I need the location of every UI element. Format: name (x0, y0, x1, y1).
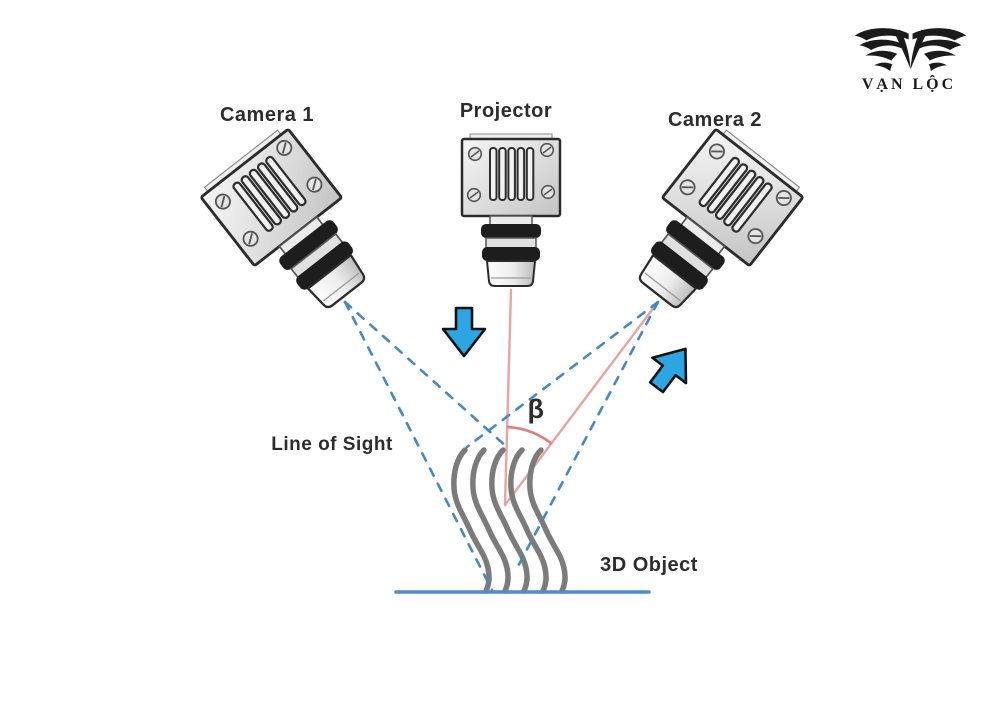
wings-icon (854, 28, 967, 72)
beta-angle-arc (506, 425, 553, 446)
projector-beam-line (503, 288, 513, 507)
up-right-arrow-icon (638, 334, 704, 402)
camera-2-device (612, 123, 808, 330)
projector-label: Projector (459, 100, 553, 122)
camera1-sight-ray-lower (343, 300, 494, 592)
object-label: 3D Object (600, 554, 698, 576)
camera2-sight-ray-lower (513, 300, 660, 574)
fringe-curve (527, 447, 568, 594)
camera-1-device (196, 123, 392, 330)
fringe-curve (470, 447, 511, 594)
line-of-sight-label: Line of Sight (271, 434, 393, 455)
brand-name: VẠN LỘC (861, 76, 957, 93)
fringe-curve (489, 447, 530, 594)
fringe-pattern (451, 447, 568, 594)
beta-angle-label: β (527, 394, 545, 424)
camera-2-label: Camera 2 (667, 109, 763, 131)
fringe-curve (508, 447, 549, 594)
line-of-sight-rays (343, 300, 660, 592)
fringe-curve (451, 447, 492, 594)
camera2-sight-ray-upper (465, 300, 660, 449)
camera-1-label: Camera 1 (219, 104, 315, 126)
camera1-sight-ray-upper (343, 300, 510, 450)
down-arrow-icon (441, 306, 487, 358)
projector-device (460, 132, 562, 288)
